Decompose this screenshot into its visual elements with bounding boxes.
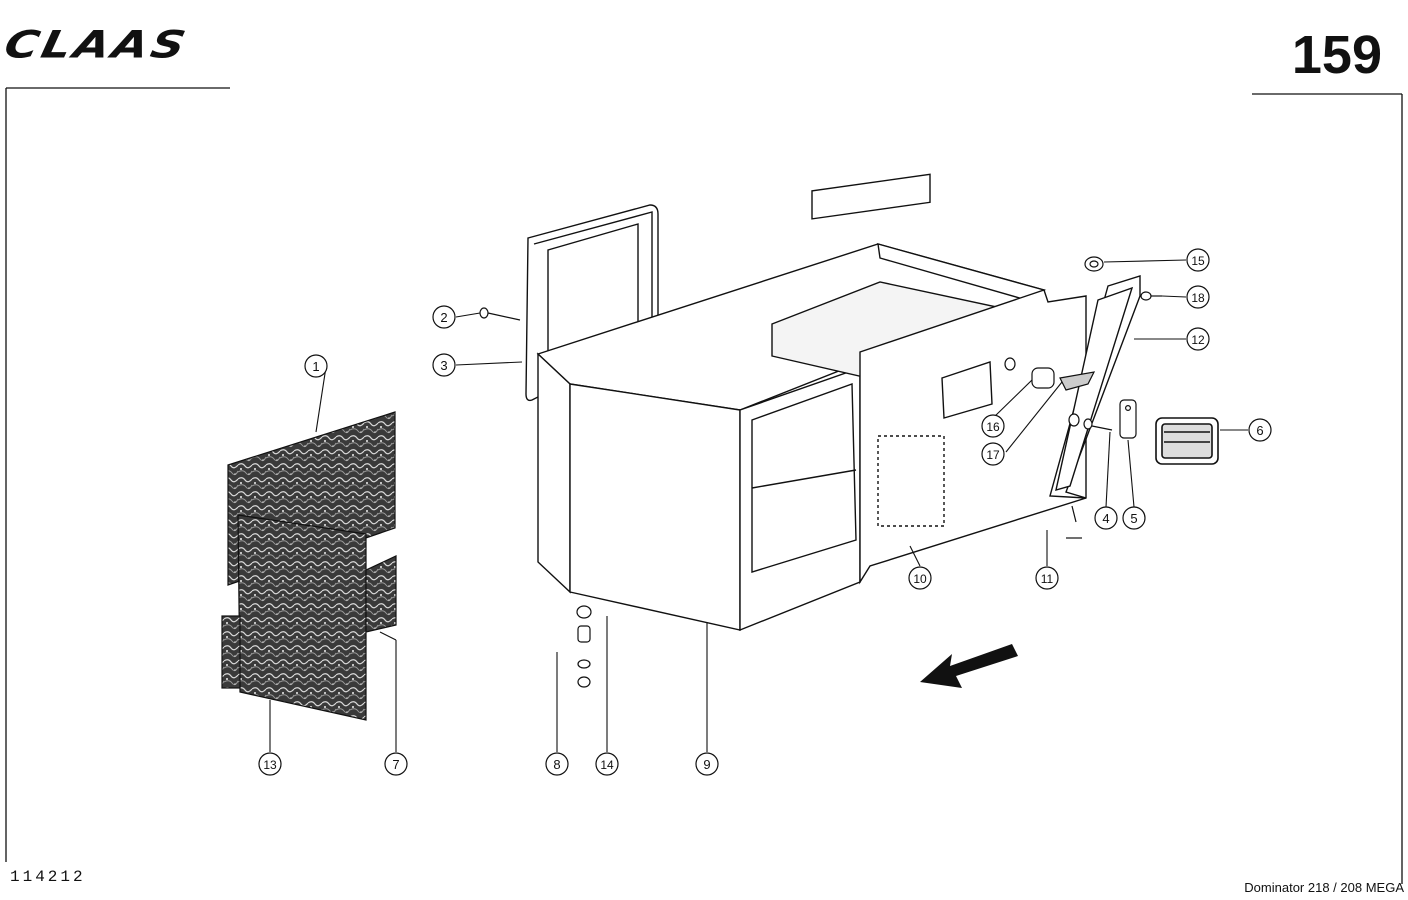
drawing-number: 114212: [10, 868, 86, 886]
svg-text:13: 13: [263, 758, 277, 772]
svg-text:5: 5: [1130, 511, 1137, 526]
callout-14: 14: [595, 752, 619, 776]
svg-text:14: 14: [600, 758, 614, 772]
callout-11: 11: [1035, 566, 1059, 590]
callout-1: 1: [304, 354, 328, 378]
work-lamp: [1155, 417, 1219, 465]
svg-text:18: 18: [1191, 291, 1205, 305]
callout-2: 2: [432, 305, 456, 329]
hardware: [479, 256, 1162, 688]
lamp-bracket: [1049, 275, 1141, 499]
sheet-frame: [5, 87, 1403, 884]
svg-text:12: 12: [1191, 333, 1205, 347]
main-housing: [536, 173, 1087, 632]
callout-18: 18: [1186, 285, 1210, 309]
callout-4: 4: [1094, 506, 1118, 530]
callout-balloons: 1 2 3 4 5 6 7 8 9 10 11 12 13 14 15 16 1…: [258, 248, 1272, 776]
svg-text:1: 1: [312, 359, 319, 374]
frame-gasket: [525, 204, 659, 402]
callout-15: 15: [1186, 248, 1210, 272]
callout-17: 17: [981, 442, 1005, 466]
svg-text:8: 8: [553, 757, 560, 772]
svg-text:3: 3: [440, 358, 447, 373]
callout-16: 16: [981, 414, 1005, 438]
clip-bracket: [1119, 399, 1137, 439]
callout-9: 9: [695, 752, 719, 776]
svg-text:11: 11: [1041, 572, 1054, 586]
model-label: Dominator 218 / 208 MEGA: [1244, 880, 1404, 895]
insulation-mats: [221, 411, 397, 721]
callout-7: 7: [384, 752, 408, 776]
callout-6: 6: [1248, 418, 1272, 442]
callout-10: 10: [908, 566, 932, 590]
svg-text:10: 10: [913, 572, 927, 586]
svg-text:16: 16: [986, 420, 1000, 434]
svg-text:4: 4: [1102, 511, 1109, 526]
callout-3: 3: [432, 353, 456, 377]
svg-text:17: 17: [986, 448, 1000, 462]
svg-text:7: 7: [392, 757, 399, 772]
leader-lines: [269, 259, 1248, 752]
callout-8: 8: [545, 752, 569, 776]
callout-12: 12: [1186, 327, 1210, 351]
svg-text:6: 6: [1256, 423, 1263, 438]
callout-13: 13: [258, 752, 282, 776]
svg-text:15: 15: [1191, 254, 1205, 268]
svg-text:2: 2: [440, 310, 447, 325]
svg-text:9: 9: [703, 757, 710, 772]
callout-5: 5: [1122, 506, 1146, 530]
page-number: 159: [1291, 25, 1382, 85]
direction-arrow: [920, 644, 1018, 688]
